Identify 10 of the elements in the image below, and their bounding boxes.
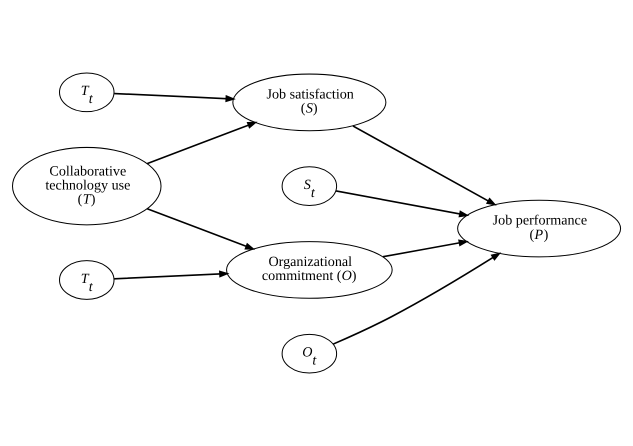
arrow <box>146 208 256 250</box>
arrow <box>332 252 502 345</box>
arrow <box>146 122 258 164</box>
arrow <box>114 270 230 280</box>
arrow <box>352 125 497 206</box>
arrow <box>382 239 469 258</box>
arrow <box>114 92 236 102</box>
arrow <box>336 190 470 218</box>
node-ellipse: Job satisfaction (S) <box>232 74 386 132</box>
node-ellipse: Collaborative technology use (T) <box>12 146 162 226</box>
